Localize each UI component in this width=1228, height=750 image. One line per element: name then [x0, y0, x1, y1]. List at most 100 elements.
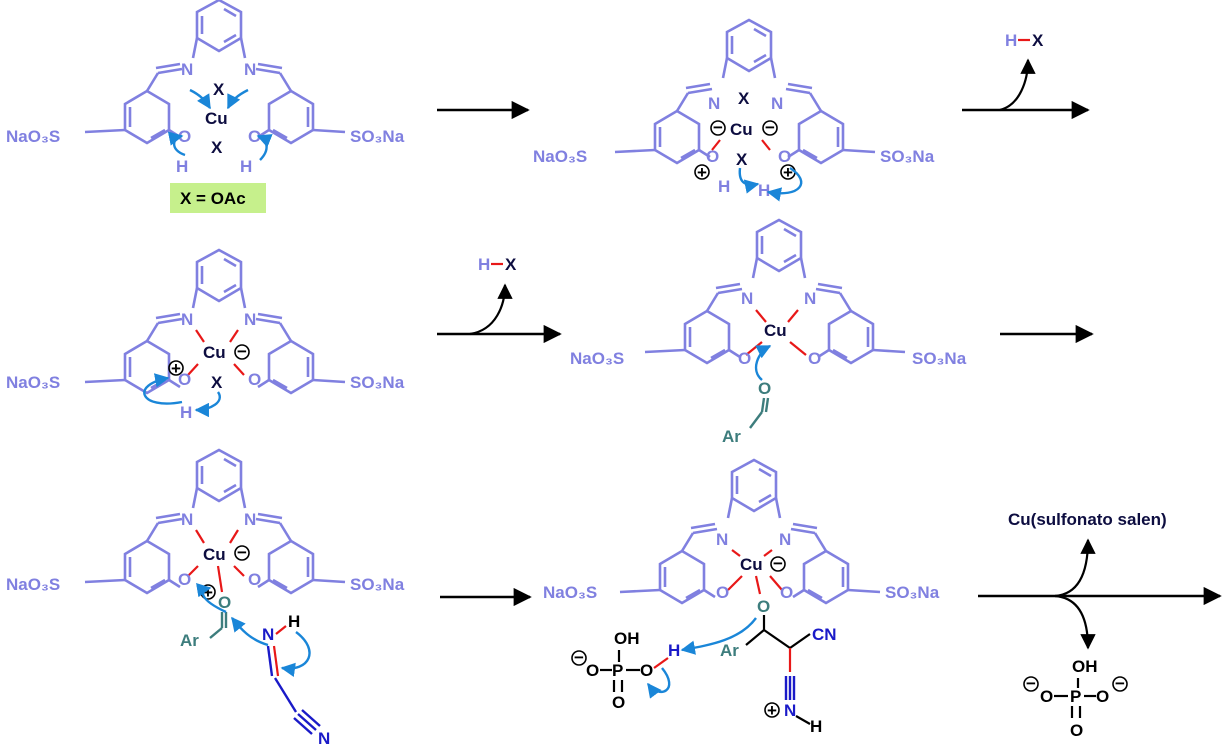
h-label: H: [810, 717, 822, 736]
h-label: H: [718, 177, 730, 196]
naO3S-label: NaO₃S: [543, 583, 597, 602]
h-label: H: [240, 157, 252, 176]
so3Na-label: SO₃Na: [912, 349, 967, 368]
svg-text:H: H: [1005, 31, 1017, 50]
svg-text:−: −: [765, 118, 775, 137]
o-label: O: [640, 661, 653, 680]
n-label: N: [244, 60, 256, 79]
naO3S-label: NaO₃S: [6, 127, 60, 146]
h-label: H: [668, 641, 680, 660]
so3Na-label: SO₃Na: [885, 583, 940, 602]
x-label: X: [211, 373, 223, 392]
svg-text:+: +: [783, 163, 793, 182]
p-label: P: [612, 661, 623, 680]
svg-text:X: X: [505, 255, 517, 274]
h-label: H: [180, 403, 192, 422]
svg-text:−: −: [713, 118, 723, 137]
oh-label: OH: [1072, 657, 1098, 676]
so3Na-label: SO₃Na: [350, 373, 405, 392]
svg-text:−: −: [237, 543, 247, 562]
svg-text:−: −: [1026, 674, 1036, 693]
o-label: O: [1070, 721, 1083, 740]
svg-text:−: −: [773, 554, 783, 573]
x-label: X: [211, 138, 223, 157]
o-label: O: [757, 597, 770, 616]
o-label: O: [178, 570, 191, 589]
h-label: H: [758, 181, 770, 200]
svg-text:+: +: [697, 163, 707, 182]
n-label: N: [244, 310, 256, 329]
o-label: O: [738, 349, 751, 368]
product-split-arrow: Cu(sulfonato salen) OH − O P O − O: [978, 510, 1222, 740]
oh-label: OH: [614, 629, 640, 648]
o-label: O: [758, 379, 771, 398]
cu-label: Cu: [203, 343, 226, 362]
o-label: O: [248, 370, 261, 389]
so3Na-label: SO₃Na: [880, 147, 935, 166]
naO3S-label: NaO₃S: [6, 373, 60, 392]
n-label: N: [318, 729, 330, 748]
o-label: O: [248, 570, 261, 589]
cu-label: Cu: [740, 555, 763, 574]
n-label: N: [262, 625, 274, 644]
naO3S-label: NaO₃S: [533, 147, 587, 166]
o-label: O: [1096, 687, 1109, 706]
ar-label: Ar: [722, 427, 741, 446]
cu-label: Cu: [205, 109, 228, 128]
o-label: O: [706, 147, 719, 166]
n-label: N: [716, 530, 728, 549]
x-equals-oac-highlight: [170, 183, 266, 213]
structure-6: N N Cu − O O O Ar CN N + H NaO₃S SO₃Na −…: [543, 458, 940, 736]
cu-label: Cu: [730, 120, 753, 139]
x-label: X: [738, 89, 750, 108]
structure-5: N N Cu − O O + O Ar NaO₃S SO₃Na N H N: [6, 448, 405, 748]
cu-salen-label: Cu(sulfonato salen): [1008, 510, 1167, 529]
n-label: N: [771, 94, 783, 113]
o-label: O: [218, 593, 231, 612]
so3Na-label: SO₃Na: [350, 127, 405, 146]
n-label: N: [804, 289, 816, 308]
n-label: N: [244, 510, 256, 529]
x-label: X: [213, 80, 225, 99]
svg-text:+: +: [171, 359, 181, 378]
n-label: N: [708, 94, 720, 113]
n-label: N: [181, 310, 193, 329]
o-label: O: [586, 661, 599, 680]
cu-label: Cu: [203, 545, 226, 564]
h-label: H: [288, 612, 300, 631]
structure-1: N N Cu X X O O H H NaO₃S SO₃Na X = OAc: [6, 0, 405, 213]
o-label: O: [808, 349, 821, 368]
svg-text:−: −: [237, 342, 247, 361]
hx-elimination-arrow: H X: [962, 31, 1090, 120]
n-label: N: [779, 530, 791, 549]
o-label: O: [778, 147, 791, 166]
svg-text:X: X: [1032, 31, 1044, 50]
o-label: O: [780, 583, 793, 602]
o-label: O: [178, 370, 191, 389]
x-label: X: [736, 150, 748, 169]
o-label: O: [1040, 687, 1053, 706]
svg-text:+: +: [767, 701, 777, 720]
ar-label: Ar: [720, 641, 739, 660]
x-equals-oac-label: X = OAc: [180, 189, 246, 208]
hx-elimination-arrow: H X: [437, 255, 562, 344]
n-label: N: [181, 60, 193, 79]
cu-label: Cu: [764, 321, 787, 340]
structure-3: N N Cu − X O O + H NaO₃S SO₃Na: [6, 248, 405, 422]
n-label: N: [741, 289, 753, 308]
h-label: H: [176, 157, 188, 176]
o-label: O: [612, 693, 625, 712]
so3Na-label: SO₃Na: [350, 575, 405, 594]
svg-text:−: −: [574, 648, 584, 667]
naO3S-label: NaO₃S: [570, 349, 624, 368]
structure-4: N N Cu O O NaO₃S SO₃Na O Ar: [570, 218, 967, 446]
o-label: O: [716, 583, 729, 602]
svg-text:H: H: [478, 255, 490, 274]
p-label: P: [1070, 687, 1081, 706]
n-label: N: [784, 701, 796, 720]
cn-label: CN: [812, 625, 837, 644]
structure-2: N N Cu X X − − O O H H + + NaO₃S SO₃Na: [533, 18, 935, 202]
naO3S-label: NaO₃S: [6, 575, 60, 594]
svg-text:−: −: [1115, 674, 1125, 693]
